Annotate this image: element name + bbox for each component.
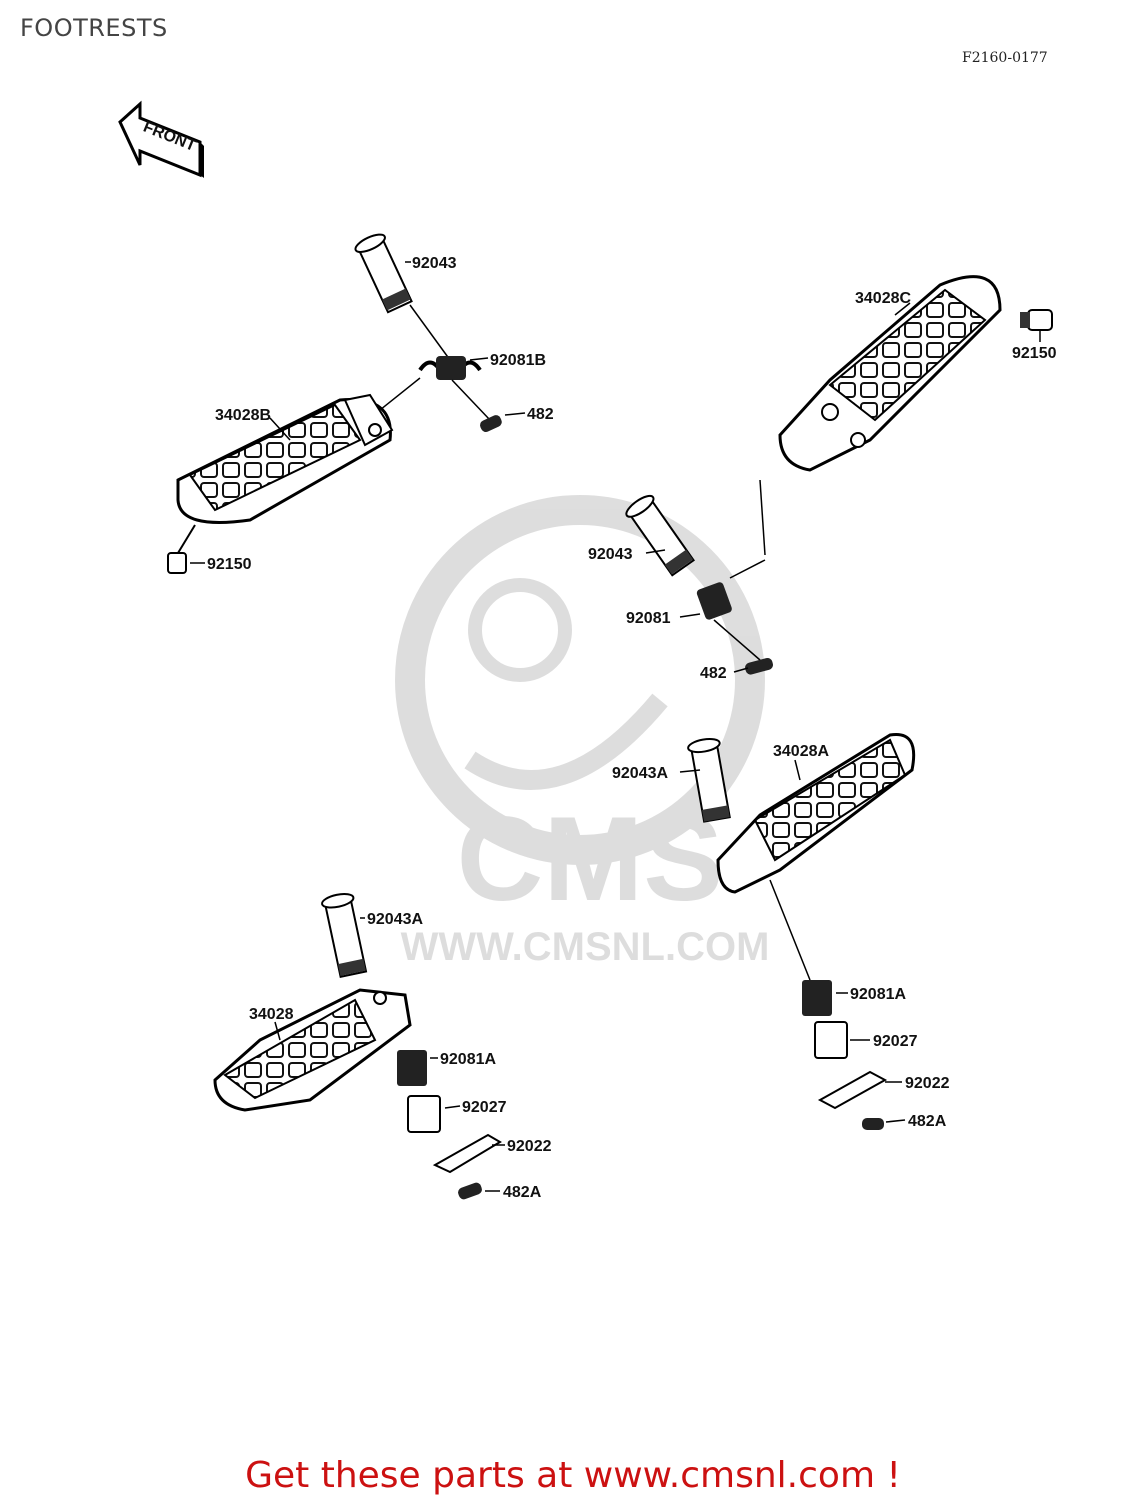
part-label: 92043: [412, 255, 457, 272]
part-labels: 92043 92081B 482 34028B 92150 34028C 921…: [207, 255, 1057, 1201]
part-label: 482A: [908, 1113, 947, 1130]
front-arrow: FRONT: [118, 100, 204, 178]
watermark-url: WWW.CMSNL.COM: [401, 925, 770, 969]
watermark-brand: CMS: [457, 792, 724, 926]
watermark: CMS WWW.CMSNL.COM: [395, 495, 770, 969]
diagram-code: F2160-0177: [962, 50, 1048, 66]
footrest-34028A: [687, 732, 916, 1130]
part-label: 92027: [462, 1099, 507, 1116]
parts-diagram: CMS WWW.CMSNL.COM FRONT: [118, 100, 1057, 1201]
part-label: 92081A: [850, 986, 906, 1003]
part-label: 34028B: [215, 407, 271, 424]
part-label: 92150: [1012, 345, 1057, 362]
footrest-34028C: [625, 275, 1053, 675]
part-label: 92022: [905, 1075, 950, 1092]
page-title: FOOTRESTS: [20, 14, 168, 42]
part-label: 92081: [626, 610, 671, 627]
part-label: 482: [700, 665, 727, 682]
part-label: 92027: [873, 1033, 918, 1050]
footrest-34028B: [167, 233, 502, 574]
part-label: 92043A: [612, 765, 668, 782]
footer-link[interactable]: Get these parts at www.cmsnl.com !: [245, 1455, 901, 1496]
part-label: 482A: [503, 1184, 542, 1201]
part-label: 92081A: [440, 1051, 496, 1068]
part-label: 34028A: [773, 743, 829, 760]
part-label: 34028: [249, 1006, 294, 1023]
part-label: 92043A: [367, 911, 423, 928]
part-label: 482: [527, 406, 554, 423]
part-label: 34028C: [855, 290, 911, 307]
part-label: 92022: [507, 1138, 552, 1155]
part-label: 92043: [588, 546, 633, 563]
part-label: 92150: [207, 556, 252, 573]
footrest-34028: [213, 893, 502, 1200]
leader-lines: [190, 261, 1041, 1192]
part-label: 92081B: [490, 352, 546, 369]
